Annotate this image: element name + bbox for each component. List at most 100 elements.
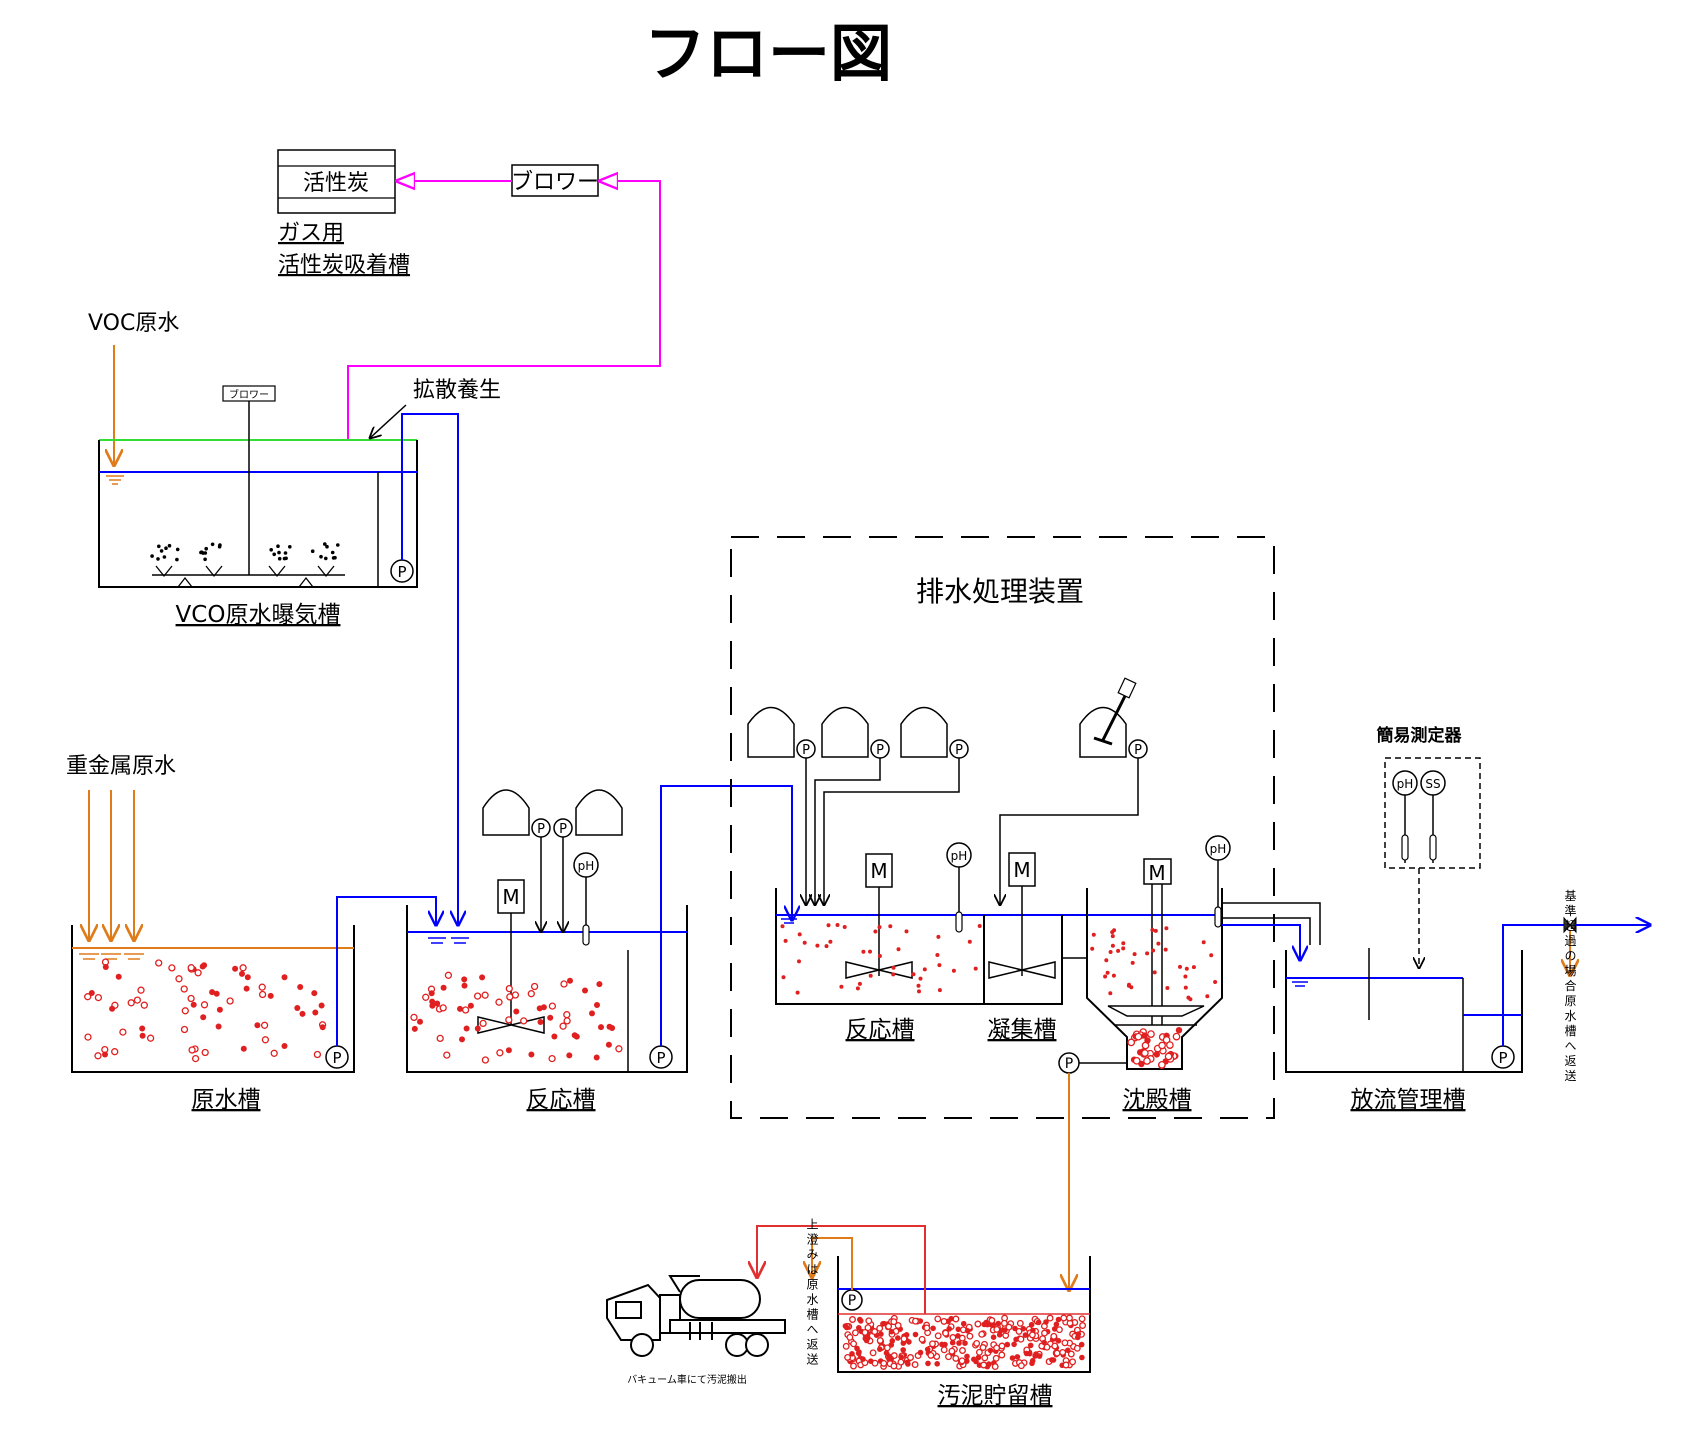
voc-transfer-line — [401, 413, 458, 925]
particle — [434, 1000, 441, 1007]
particle — [1000, 1319, 1008, 1327]
particle — [244, 974, 251, 981]
particle — [802, 940, 807, 945]
particle — [894, 1322, 902, 1329]
particle — [888, 1328, 895, 1335]
particle — [975, 1354, 982, 1361]
particle — [815, 943, 820, 948]
particle — [513, 1008, 520, 1015]
particle — [1158, 1041, 1166, 1050]
particle — [942, 1329, 950, 1337]
particle — [201, 1048, 209, 1057]
heavy-metal-arrows — [89, 790, 134, 940]
particle — [258, 990, 267, 999]
particle — [966, 1332, 974, 1340]
particle — [439, 1004, 447, 1012]
particle — [860, 1356, 866, 1362]
particle — [1116, 948, 1121, 953]
bubble — [156, 557, 160, 561]
carbon-label: 活性炭 — [303, 171, 369, 196]
particle — [215, 1023, 222, 1030]
particle — [949, 1334, 957, 1341]
svg-text:M: M — [1148, 861, 1165, 885]
particle — [865, 1317, 873, 1325]
particle — [888, 924, 893, 929]
particle — [946, 1326, 952, 1332]
diffuser-note: 拡散養生 — [413, 378, 501, 403]
particle — [904, 929, 909, 934]
particle — [952, 1354, 960, 1362]
particle — [917, 1349, 924, 1356]
particle — [318, 1002, 325, 1009]
particle — [175, 975, 183, 983]
particle — [457, 1005, 463, 1012]
particle — [842, 925, 847, 929]
discharge-tank: P — [1285, 948, 1523, 1073]
particle — [995, 1320, 1002, 1327]
particle — [917, 989, 921, 994]
particle — [922, 967, 927, 972]
particle — [598, 1024, 604, 1031]
bubble — [269, 548, 274, 552]
particle — [934, 1332, 942, 1340]
particle — [948, 1315, 954, 1322]
diffuser-icon — [317, 565, 335, 578]
discharge-outlet-line — [1502, 924, 1570, 1046]
particle — [459, 1036, 465, 1043]
particle — [1110, 930, 1115, 935]
particle — [978, 1330, 986, 1338]
particle — [1051, 1342, 1059, 1350]
particle — [857, 981, 862, 986]
particle — [1027, 1342, 1034, 1349]
particle — [1108, 950, 1113, 954]
particle — [795, 990, 800, 995]
particle — [216, 1006, 223, 1013]
particle — [973, 1339, 981, 1347]
particle — [1132, 1056, 1141, 1065]
particle — [540, 1004, 547, 1011]
bubble — [284, 556, 288, 561]
particle — [527, 990, 535, 998]
raw-tank-label: 原水槽 — [192, 1087, 261, 1113]
particle — [294, 1005, 301, 1011]
bubble — [333, 555, 337, 560]
particle — [547, 1014, 554, 1021]
particle — [934, 1361, 940, 1367]
particle — [945, 1353, 952, 1361]
discharge-label: 放流管理槽 — [1351, 1087, 1466, 1113]
particle — [912, 1331, 919, 1338]
particle — [824, 944, 829, 949]
particle — [190, 1001, 197, 1008]
svg-text:P: P — [876, 743, 884, 758]
particle — [1091, 932, 1096, 937]
particle — [863, 1337, 870, 1344]
particle — [1041, 1339, 1047, 1346]
particle — [935, 953, 940, 957]
particle — [850, 1340, 858, 1348]
particle — [260, 1021, 269, 1029]
particle — [855, 986, 860, 991]
particle — [868, 1358, 874, 1364]
particle — [880, 1359, 888, 1367]
particle — [1067, 1350, 1075, 1358]
particle — [548, 1002, 557, 1010]
gas-unit-label-1: ガス用 — [278, 221, 344, 246]
particle — [115, 973, 122, 980]
particle — [127, 999, 135, 1007]
particle — [1050, 1332, 1058, 1340]
particle — [951, 968, 956, 973]
particle — [891, 972, 896, 977]
reaction1-particles — [410, 971, 623, 1064]
particle — [960, 1320, 967, 1327]
particle — [548, 1054, 556, 1063]
particle — [849, 1351, 855, 1357]
particle — [1191, 965, 1196, 970]
particle — [998, 1351, 1006, 1359]
particle — [851, 1329, 859, 1337]
particle — [918, 976, 923, 981]
coagulation-tank: M — [984, 852, 1087, 1005]
particle — [567, 977, 573, 984]
particle — [146, 1034, 155, 1042]
particle — [1011, 1341, 1017, 1348]
particle — [187, 964, 195, 972]
